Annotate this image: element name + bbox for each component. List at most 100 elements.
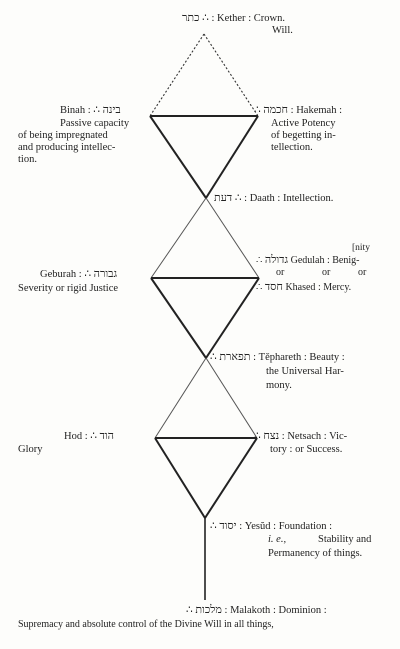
malkuth-meaning: Dominion : (278, 605, 327, 616)
chesed-hebrew: חסד (264, 281, 283, 293)
chesed-label: ∴ חסד Khased : Mercy. (256, 281, 351, 294)
binah-name: Binah (60, 105, 86, 116)
chesed-name: Khased (285, 282, 316, 293)
daath-chesed-path (205, 197, 260, 279)
netsach-sep2: : (323, 431, 327, 442)
kether-sep: : (211, 13, 215, 24)
yesod-label: ∴ יסוד : Yesŭd : Foundation : (210, 520, 332, 533)
tiphareth-label: ∴ תפארת : Těphareth : Beauty : (210, 351, 345, 364)
geburah-tiphareth-path (150, 277, 207, 359)
kether-sep2: : (248, 13, 252, 24)
malkuth-desc: Supremacy and absolute control of the Di… (18, 619, 274, 630)
kether-chokmah-path (203, 33, 259, 117)
binah-desc-4: tion. (18, 154, 37, 165)
malkuth-dots: ∴ (186, 605, 193, 616)
yesod-dots: ∴ (210, 521, 217, 532)
yesod-ie: i. e., (268, 534, 287, 545)
binah-desc-3: and producing intellec- (18, 142, 116, 153)
tiphareth-hebrew: תפארת (219, 351, 251, 363)
tiphareth-sep: : (253, 352, 257, 363)
netsach-name: Netsach (287, 431, 322, 442)
binah-daath-path (149, 115, 207, 199)
geburah-hebrew: גבורה (93, 268, 118, 280)
tiphareth-desc-2: mony. (266, 380, 292, 391)
kether-binah-path (149, 33, 205, 117)
netsach-yesod-path (204, 437, 258, 519)
kether-meaning-2: Will. (272, 25, 293, 36)
daath-sep: : (244, 193, 248, 204)
kether-dots: ∴ (202, 13, 209, 24)
netsach-desc-1: tory : or Success. (270, 444, 343, 455)
netsach-sep: : (281, 431, 285, 442)
or-middle: or (322, 267, 331, 278)
tiphareth-dots: ∴ (210, 352, 217, 363)
daath-hebrew: דעת (214, 192, 233, 204)
kether-label: כתר ∴ : Kether : Crown. (182, 12, 285, 25)
daath-geburah-path (150, 197, 207, 279)
geburah-dots: ∴ (84, 269, 92, 280)
netsach-dots: ∴ (254, 431, 261, 442)
chesed-tiphareth-path (205, 277, 260, 359)
kether-name: Kether (216, 13, 246, 24)
hod-hebrew: הוד (99, 430, 115, 442)
hod-sep: : (84, 431, 88, 442)
malkuth-sep2: : (272, 605, 276, 616)
chokmah-daath-path (205, 115, 259, 199)
binah-desc-2: of being impregnated (18, 130, 108, 141)
geburah-label: Geburah : ∴ גבורה (40, 268, 117, 281)
tiphareth-sep2: : (303, 352, 307, 363)
binah-desc-1: Passive capacity (60, 118, 130, 129)
binah-dots: ∴ (93, 105, 100, 116)
daath-dots: ∴ (234, 193, 242, 204)
yesod-desc-2: Permanency of things. (268, 548, 363, 559)
malkuth-name: Malakoth (230, 605, 271, 616)
yesod-sep: : (239, 521, 243, 532)
daath-sep2: : (277, 193, 281, 204)
chokmah-hebrew: חכמה (263, 104, 289, 116)
yesod-name: Yesŭd (244, 521, 271, 532)
yesod-desc-1: Stability and (318, 534, 372, 545)
hod-dots: ∴ (90, 431, 97, 442)
yesod-meaning: Foundation : (278, 521, 333, 532)
chokmah-sep2: : (339, 105, 342, 116)
gedulah-meaning: Benig- (332, 255, 360, 266)
geburah-name: Geburah (40, 269, 77, 280)
kether-meaning: Crown. (253, 13, 285, 24)
hod-name: Hod (64, 431, 83, 442)
hod-yesod-path (154, 437, 206, 519)
gedulah-name: Gedulah (290, 255, 325, 266)
or-right: or (358, 267, 367, 278)
tiphareth-name: Těphareth (258, 352, 302, 363)
malkuth-label: ∴ מלכות : Malakoth : Dominion : (186, 604, 327, 617)
binah-sep: : (87, 105, 91, 116)
gedulah-label: ∴ גדולה Gedulah : Benig- (256, 254, 359, 267)
malkuth-sep: : (224, 605, 228, 616)
yesod-sep2: : (273, 521, 277, 532)
chokmah-name: Hakemah (296, 105, 337, 116)
gedulah-sep: : (326, 255, 330, 266)
chesed-dots: ∴ (256, 282, 263, 293)
binah-hebrew: בינה (102, 104, 121, 116)
chokmah-desc-2: of begetting in- (271, 130, 336, 141)
daath-label: דעת ∴ : Daath : Intellection. (214, 192, 333, 205)
gedulah-hebrew: גדולה (264, 254, 289, 266)
geburah-meaning: Severity or rigid Justice (18, 283, 119, 294)
kether-hebrew: כתר (182, 12, 200, 24)
chokmah-dots: ∴ (254, 105, 261, 116)
hod-meaning: Glory (18, 444, 43, 455)
chokmah-sep: : (290, 105, 294, 116)
chokmah-desc-3: tellection. (271, 142, 313, 153)
gedulah-top-note: [nity (352, 243, 370, 253)
tiphareth-netsach-path (205, 357, 258, 439)
chokmah-desc-1: Active Potency (271, 118, 336, 129)
daath-meaning: Intellection. (282, 193, 334, 204)
or-left: or (276, 267, 285, 278)
tiphareth-meaning: Beauty : (309, 352, 345, 363)
chokmah-label: ∴ חכמה : Hakemah : (254, 104, 342, 117)
chesed-meaning: Mercy. (323, 282, 352, 293)
netsach-meaning: Vic- (329, 431, 348, 442)
hod-label: Hod : ∴ הוד (64, 430, 114, 443)
gedulah-dots: ∴ (256, 255, 263, 266)
